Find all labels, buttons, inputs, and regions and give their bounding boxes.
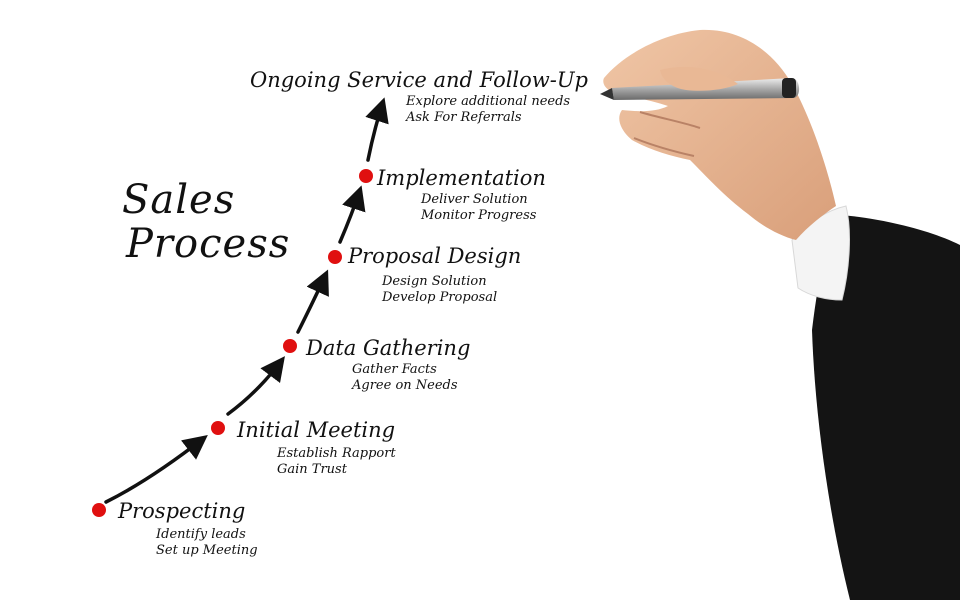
step-items: Gather Facts Agree on Needs [352, 362, 470, 394]
step-items: Explore additional needs Ask For Referra… [406, 94, 588, 126]
arrow-1 [104, 434, 208, 504]
step-items: Deliver Solution Monitor Progress [421, 192, 546, 224]
step-name: Proposal Design [348, 244, 522, 268]
step-name: Data Gathering [306, 336, 471, 360]
step-item: Gather Facts [352, 362, 437, 377]
step-implementation: Implementation Deliver Solution Monitor … [377, 166, 546, 224]
shirt-cuff [791, 205, 850, 301]
step-item: Explore additional needs [406, 94, 571, 109]
hand [603, 29, 836, 241]
connector-arrows [104, 97, 389, 504]
step-item: Monitor Progress [421, 208, 537, 223]
arrow-5 [365, 97, 389, 162]
red-dot-icon [283, 339, 297, 353]
red-dot-icon [211, 421, 225, 435]
step-name: Initial Meeting [237, 418, 396, 442]
title-line-1: Sales [122, 177, 236, 223]
title-line-2: Process [126, 221, 291, 267]
step-prospecting: Prospecting Identify leads Set up Meetin… [118, 499, 258, 559]
red-dot-icon [359, 169, 373, 183]
hand-holding-pen-icon [600, 29, 960, 600]
step-item: Set up Meeting [156, 543, 258, 558]
sleeve [812, 215, 960, 600]
thumb [660, 66, 738, 91]
step-items: Establish Rapport Gain Trust [277, 446, 396, 478]
step-markers [92, 169, 373, 517]
step-item: Deliver Solution [421, 192, 528, 207]
arrow-3 [296, 269, 329, 334]
step-items: Identify leads Set up Meeting [156, 527, 258, 559]
step-item: Ask For Referrals [406, 110, 522, 125]
step-name: Prospecting [118, 499, 246, 523]
step-proposal-design: Proposal Design Design Solution Develop … [348, 244, 521, 306]
step-name: Ongoing Service and Follow-Up [250, 68, 588, 92]
step-ongoing-service: Ongoing Service and Follow-Up Explore ad… [250, 68, 588, 126]
step-name: Implementation [377, 166, 546, 190]
arrow-2 [226, 356, 285, 416]
step-data-gathering: Data Gathering Gather Facts Agree on Nee… [306, 336, 470, 394]
red-dot-icon [328, 250, 342, 264]
step-item: Gain Trust [277, 462, 347, 477]
step-item: Identify leads [156, 527, 246, 542]
step-item: Establish Rapport [277, 446, 396, 461]
step-item: Develop Proposal [382, 290, 498, 305]
step-item: Design Solution [382, 274, 487, 289]
step-items: Design Solution Develop Proposal [382, 274, 521, 306]
step-item: Agree on Needs [352, 378, 458, 393]
step-initial-meeting: Initial Meeting Establish Rapport Gain T… [237, 418, 396, 478]
red-dot-icon [92, 503, 106, 517]
arrow-4 [338, 185, 366, 244]
diagram-title: Sales Process [122, 178, 290, 266]
